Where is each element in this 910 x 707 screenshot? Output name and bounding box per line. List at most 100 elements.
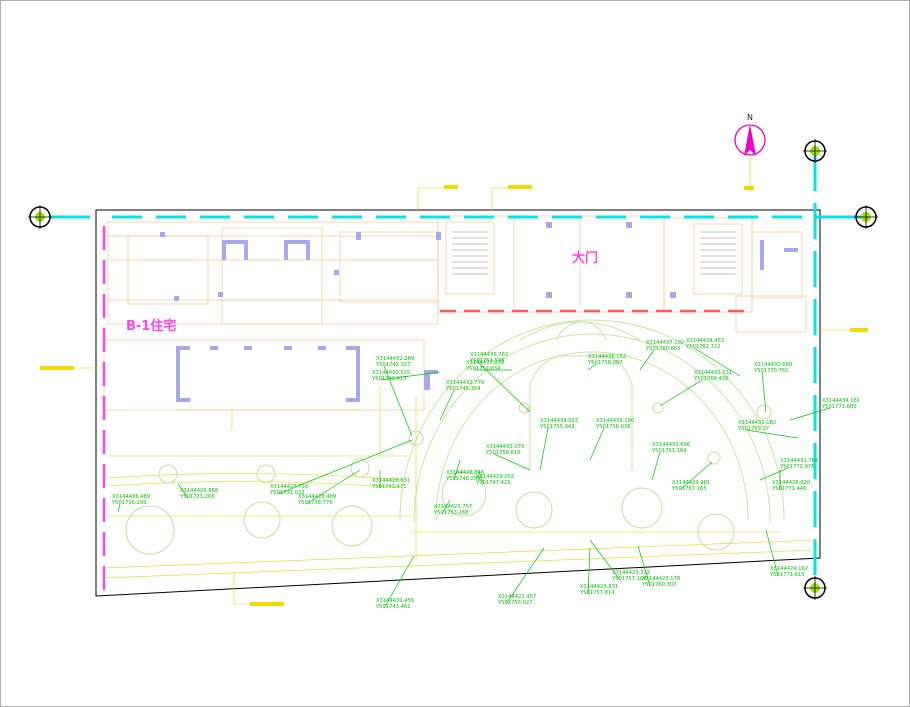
coord-y-label: Y501746.299 — [445, 476, 481, 482]
coord-x-label: X3144424.162 — [770, 566, 808, 572]
leader-line — [587, 363, 597, 371]
leader-line — [277, 439, 413, 495]
leader-line — [679, 461, 713, 491]
coord-y-label: Y501753.268 — [433, 510, 469, 516]
coord-x-label: X3144435.763 — [470, 352, 508, 358]
leader-line — [589, 427, 605, 461]
leader-line — [383, 365, 413, 437]
coord-y-label: Y501762.722 — [685, 344, 721, 350]
coord-y-label: Y501769.37 — [737, 426, 769, 432]
coord-y-label: Y501743.613 — [371, 376, 407, 382]
coord-y-label: Y501743.461 — [375, 604, 411, 610]
coord-y-label: Y501756.036 — [595, 424, 631, 430]
coord-y-label: Y501743.471 — [371, 484, 407, 490]
coord-x-label: X3144433.531 — [694, 370, 732, 376]
coord-x-label: X3144429.052 — [476, 474, 514, 480]
leader-line — [637, 545, 651, 587]
coord-y-label: Y501723.268 — [179, 494, 215, 500]
coord-y-label: Y501755.943 — [539, 424, 575, 430]
coord-x-label: X3144430.689 — [754, 362, 792, 368]
north-label: N — [747, 113, 753, 122]
coord-x-label: X3144435.100 — [596, 418, 634, 424]
coord-x-label: X3144433.078 — [466, 360, 504, 366]
leader-line — [759, 467, 789, 481]
leader-line — [439, 389, 455, 421]
north-arrow-icon: N — [734, 113, 766, 192]
dimension-flags — [40, 185, 868, 606]
coord-x-label: X3144423.178 — [642, 576, 680, 582]
coord-x-label: X3144426.668 — [180, 488, 218, 494]
coord-y-label: Y501771.680 — [821, 404, 857, 410]
leader-line — [117, 503, 121, 513]
coord-y-label: Y501758.087 — [587, 360, 623, 366]
coord-y-label: Y501753.027 — [497, 600, 533, 606]
leader-line — [177, 483, 189, 499]
leader-line — [493, 453, 531, 471]
coord-x-label: X3144429.981 — [672, 480, 710, 486]
coord-x-label: X3144427.716 — [270, 484, 308, 490]
leader-line — [453, 459, 461, 481]
coord-x-label: X3144436.489 — [112, 494, 150, 500]
leader-line — [505, 547, 545, 605]
coord-y-label: Y501757.168 — [611, 576, 647, 582]
coord-y-label: Y501745.354 — [445, 386, 481, 392]
tree-symbols — [125, 402, 772, 555]
coord-x-label: X3144428.846 — [446, 470, 484, 476]
coord-x-label: X3144423.332 — [612, 570, 650, 576]
coord-y-label: Y501771.446 — [771, 486, 807, 492]
coord-x-label: X3144431.455 — [376, 598, 414, 604]
coord-y-label: Y501758.616 — [485, 450, 521, 456]
leader-line — [761, 371, 767, 413]
leader-line — [765, 529, 779, 577]
building-columns — [160, 222, 798, 402]
coord-y-label: Y501752.034 — [465, 366, 501, 372]
coord-x-label: X3144434.023 — [540, 418, 578, 424]
coord-x-label: X3144432.779 — [446, 380, 484, 386]
coordinate-labels: X3144432.269Y501742.327X3144430.535Y5017… — [111, 338, 860, 610]
coord-x-label: X3144432.269 — [376, 356, 414, 362]
coord-y-label: Y501767.165 — [671, 486, 707, 492]
leader-line — [651, 451, 661, 481]
coord-x-label: X3144428.489 — [298, 494, 336, 500]
leader-line — [789, 407, 831, 421]
coord-x-label: X3144432.696 — [652, 442, 690, 448]
coord-x-label: X3144434.181 — [822, 398, 860, 404]
leader-line — [441, 499, 451, 515]
coord-x-label: X3144426.820 — [772, 480, 810, 486]
coordinate-leaders — [117, 347, 831, 609]
leader-line — [659, 379, 703, 407]
dimension-lines — [60, 187, 850, 605]
site-boundary — [95, 209, 821, 597]
coord-y-label: Y501753.535 — [469, 358, 505, 364]
leader-line — [589, 539, 621, 581]
leader-line — [383, 555, 415, 609]
coord-x-label: X3144433.079 — [486, 444, 524, 450]
coord-x-label: X3144422.457 — [498, 594, 536, 600]
leader-line — [693, 347, 741, 377]
leader-line — [379, 371, 441, 381]
coord-x-label: X3144436.152 — [588, 354, 626, 360]
coord-x-label: X3144434.453 — [686, 338, 724, 344]
survey-marker-icon — [28, 139, 878, 600]
coord-x-label: X3144423.757 — [434, 504, 472, 510]
leader-line — [587, 547, 591, 595]
coord-x-label: X3144423.831 — [580, 584, 618, 590]
leader-line — [539, 427, 549, 471]
coord-y-label: Y501731.033 — [269, 490, 305, 496]
coord-y-label: Y501766.436 — [693, 376, 729, 382]
stair-hatch — [452, 231, 736, 275]
coord-y-label: Y501742.327 — [375, 362, 411, 368]
plaza-arcs — [399, 319, 785, 523]
coord-x-label: X3144437.102 — [646, 340, 684, 346]
coord-y-label: Y501763.164 — [651, 448, 687, 454]
coord-y-label: Y501747.425 — [475, 480, 511, 486]
leader-line — [639, 349, 655, 371]
boundary-dashes — [50, 155, 862, 585]
coord-x-label: X3144430.182 — [738, 420, 776, 426]
gate-label: 大门 — [572, 250, 598, 266]
coord-x-label: X3144430.535 — [372, 370, 410, 376]
coord-x-label: X3144428.631 — [372, 478, 410, 484]
coord-y-label: Y501738.776 — [297, 500, 333, 506]
coord-y-label: Y501716.299 — [111, 500, 147, 506]
